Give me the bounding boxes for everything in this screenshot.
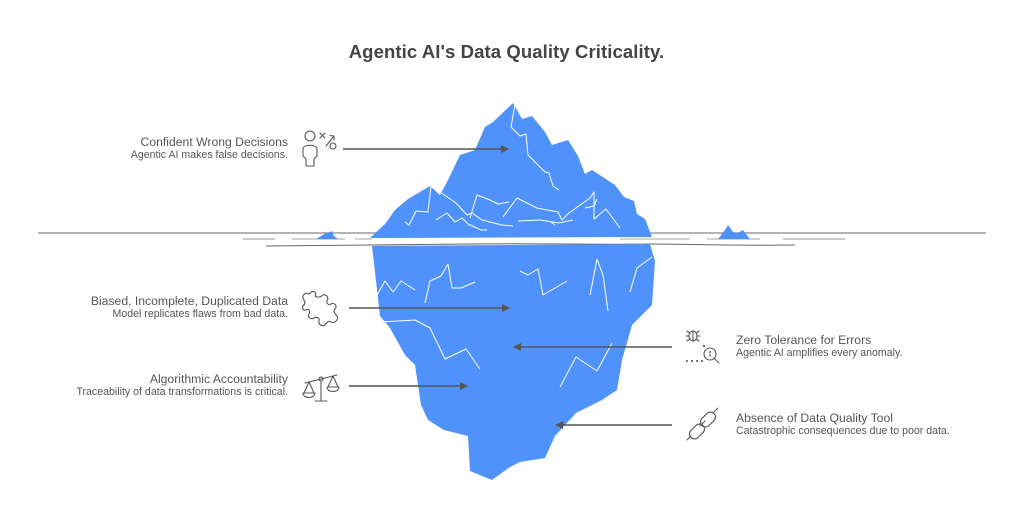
- label-zero-tolerance: Zero Tolerance for Errors Agentic AI amp…: [736, 334, 902, 360]
- description: Agentic AI amplifies every anomaly.: [736, 347, 903, 359]
- heading: Zero Tolerance for Errors: [736, 333, 872, 347]
- balance-scale-icon: [302, 374, 340, 402]
- bug-magnifier-icon: [685, 330, 720, 364]
- label-biased-data: Biased, Incomplete, Duplicated Data Mode…: [91, 295, 288, 321]
- label-absence-dq-tool: Absence of Data Quality Tool Catastrophi…: [736, 412, 950, 438]
- heading: Algorithmic Accountability: [149, 372, 288, 386]
- puzzle-piece-icon: [301, 290, 339, 327]
- iceberg-tip: [370, 103, 652, 238]
- heading: Biased, Incomplete, Duplicated Data: [90, 294, 288, 308]
- description: Traceability of data transformations is …: [76, 386, 288, 398]
- broken-chain-icon: [686, 407, 719, 441]
- small-iceberg-left: [316, 231, 338, 239]
- description: Model replicates flaws from bad data.: [112, 308, 288, 320]
- person-decision-icon: [302, 130, 337, 167]
- description: Catastrophic consequences due to poor da…: [736, 425, 950, 437]
- diagram-title: Agentic AI's Data Quality Criticality.: [348, 41, 665, 62]
- small-iceberg-right: [718, 225, 750, 239]
- connector-arrows: [343, 145, 672, 429]
- heading: Confident Wrong Decisions: [140, 135, 288, 149]
- iceberg-body-underwater: [372, 244, 655, 480]
- description: Agentic AI makes false decisions.: [130, 149, 288, 161]
- label-algorithmic-accountability: Algorithmic Accountability Traceability …: [76, 373, 288, 399]
- label-confident-wrong-decisions: Confident Wrong Decisions Agentic AI mak…: [131, 136, 288, 162]
- heading: Absence of Data Quality Tool: [736, 411, 893, 425]
